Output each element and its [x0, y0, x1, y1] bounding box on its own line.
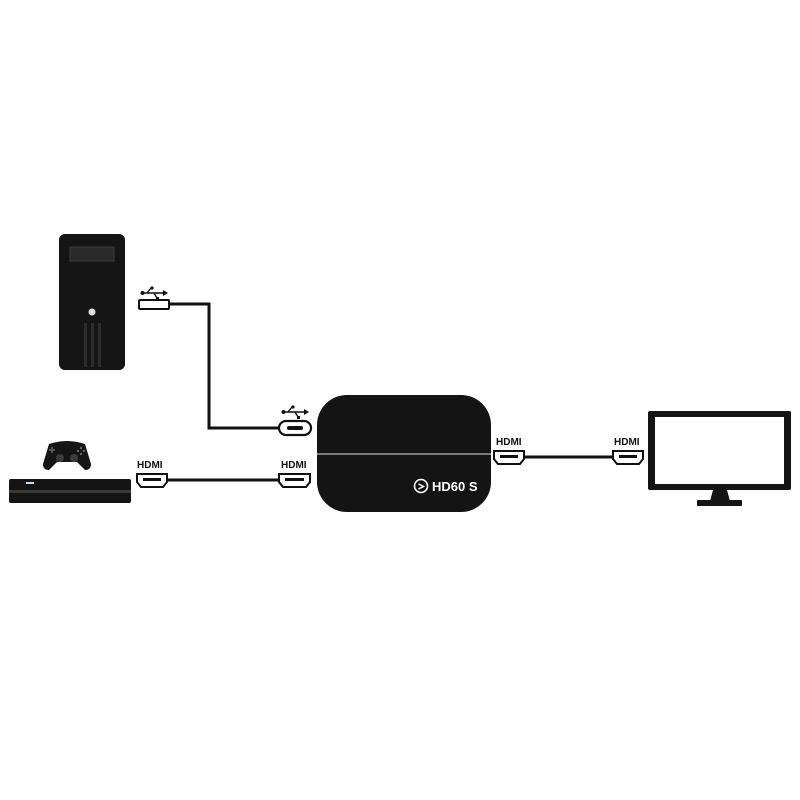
monitor-hdmi-label: HDMI: [614, 437, 640, 448]
game-console: [9, 479, 131, 503]
device-brand-text: HD60 S: [432, 479, 478, 494]
elgato-logo-icon: [413, 478, 429, 494]
console-hdmi-label: HDMI: [137, 460, 163, 471]
console-hdmi-port: [136, 473, 168, 488]
pc-tower: [59, 234, 125, 370]
monitor-stand: [697, 500, 742, 506]
device-stripe: [317, 453, 491, 455]
capture-usb-icon: [281, 405, 309, 419]
capture-hdmi-in-label: HDMI: [281, 460, 307, 471]
capture-hdmi-out-label: HDMI: [496, 437, 522, 448]
usb-cable: [169, 302, 281, 430]
monitor-screen: [655, 417, 784, 484]
gamepad-icon: [43, 441, 91, 470]
capture-hdmi-out-port: [493, 450, 525, 465]
power-button-icon: [88, 308, 96, 316]
capture-device: HD60 S: [317, 395, 491, 512]
capture-hdmi-in-port: [278, 473, 311, 488]
pc-usb-icon: [140, 286, 168, 300]
pc-usb-port: [138, 299, 170, 310]
monitor: [648, 411, 791, 506]
monitor-hdmi-port: [612, 450, 644, 465]
